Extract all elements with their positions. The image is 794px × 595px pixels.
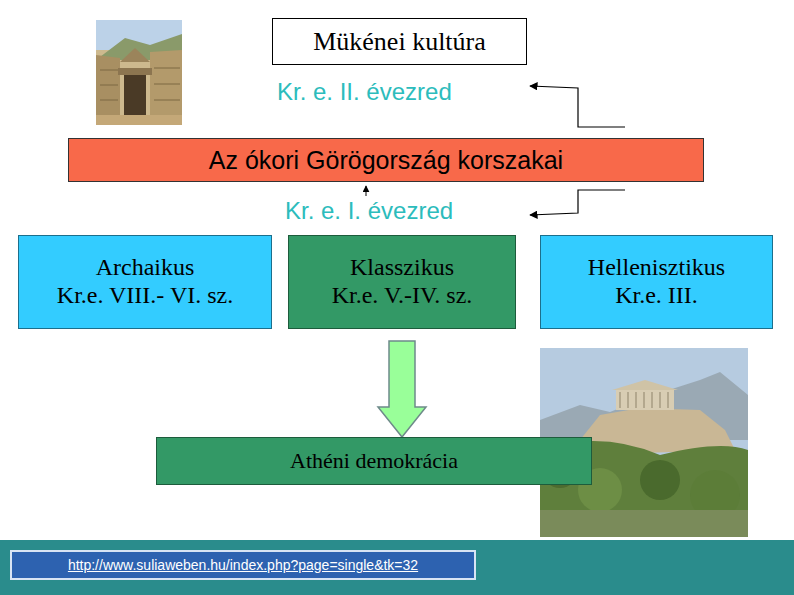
node-subtext: Kr.e. III. bbox=[615, 282, 698, 310]
period-box: ArchaikusKr.e. VIII.- VI. sz. bbox=[18, 235, 272, 329]
node-heading: Athéni demokrácia bbox=[290, 448, 458, 473]
url-box: http://www.suliaweben.hu/index.php?page=… bbox=[10, 550, 476, 580]
node-heading: Hellenisztikus bbox=[588, 254, 725, 282]
small-arrow-mark bbox=[366, 186, 367, 196]
block-arrow bbox=[378, 341, 426, 437]
bracket-line bbox=[530, 190, 625, 215]
topic-box: Athéni demokrácia bbox=[156, 437, 592, 485]
node-heading: Mükénei kultúra bbox=[313, 27, 486, 57]
lion-gate-photo bbox=[96, 20, 182, 125]
node-heading: http://www.suliaweben.hu/index.php?page=… bbox=[68, 557, 418, 573]
footer-band bbox=[0, 540, 794, 595]
bracket-line bbox=[530, 86, 625, 127]
node-subtext: Kr.e. V.-IV. sz. bbox=[332, 282, 473, 310]
date-label: Kr. e. I. évezred bbox=[283, 197, 455, 225]
node-heading: Klasszikus bbox=[350, 254, 454, 282]
period-box: HellenisztikusKr.e. III. bbox=[540, 235, 773, 329]
culture-box: Mükénei kultúra bbox=[272, 18, 527, 65]
period-box: KlasszikusKr.e. V.-IV. sz. bbox=[288, 235, 516, 329]
node-heading: Az ókori Görögország korszakai bbox=[209, 146, 563, 175]
date-label: Kr. e. II. évezred bbox=[275, 78, 454, 106]
node-subtext: Kr.e. VIII.- VI. sz. bbox=[57, 282, 233, 310]
node-heading: Archaikus bbox=[96, 254, 195, 282]
title-band: Az ókori Görögország korszakai bbox=[68, 138, 704, 182]
